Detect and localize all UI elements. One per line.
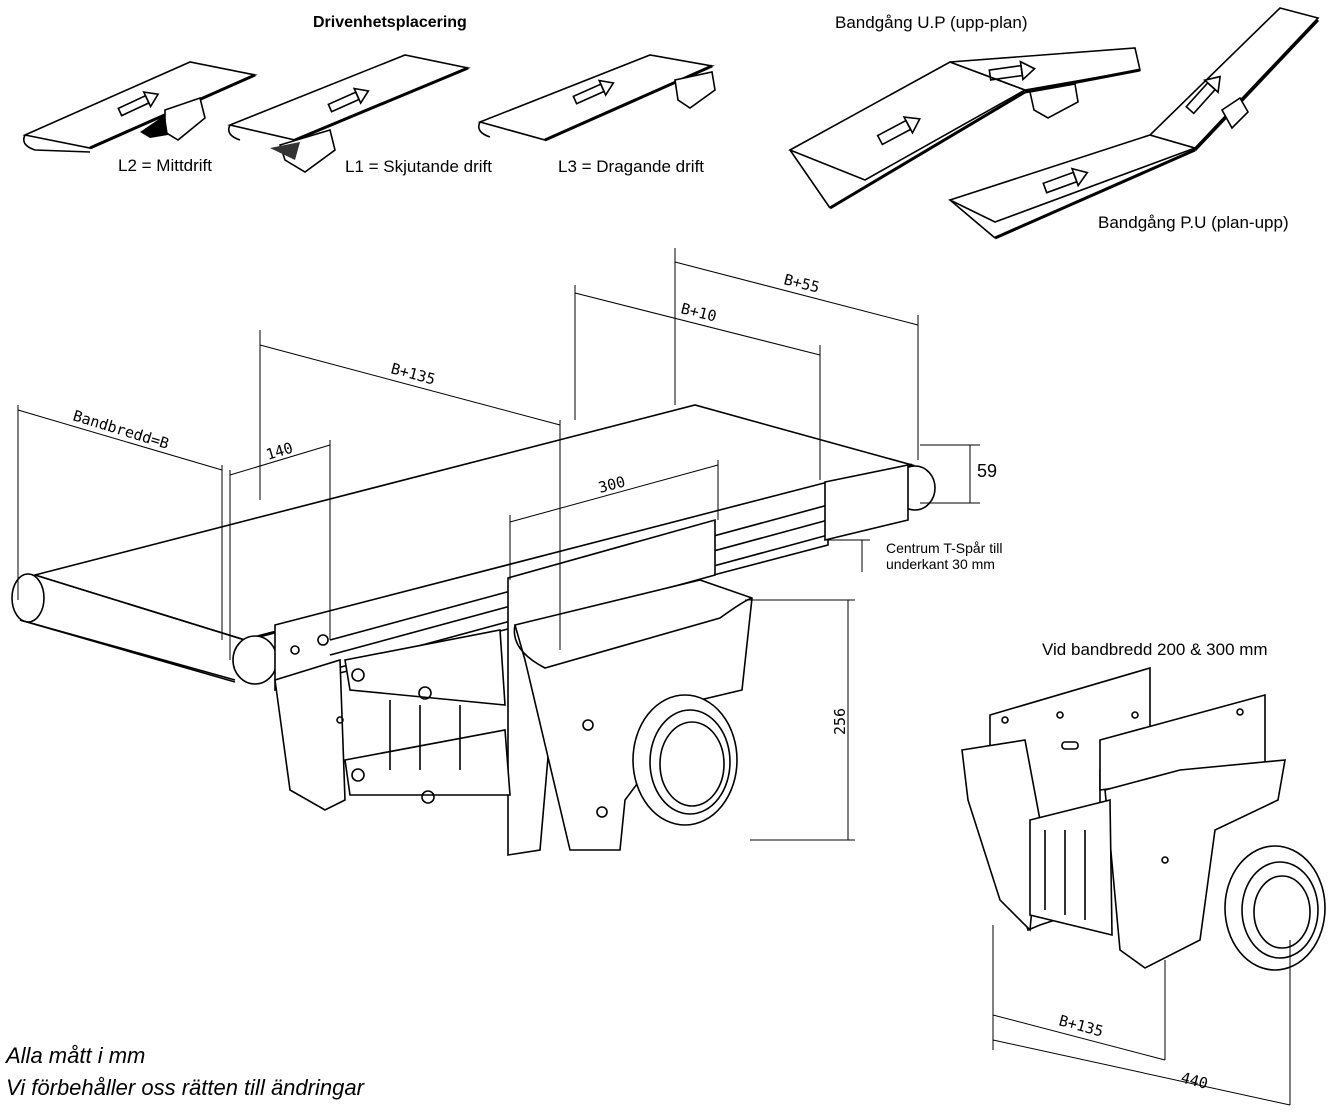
belt-sketch-up-plan xyxy=(788,47,1141,210)
dimension-lines xyxy=(17,248,980,841)
footer-units-note: Alla mått i mm xyxy=(6,1043,146,1068)
footer-disclaimer: Vi förbehåller oss rätten till ändringar xyxy=(6,1075,364,1100)
dim-59: 59 xyxy=(977,461,998,481)
dim-b10: B+10 xyxy=(679,299,718,325)
t-slot-note-line2: underkant 30 mm xyxy=(886,556,995,572)
plan-up-title: Bandgång P.U (plan-upp) xyxy=(1098,213,1289,232)
t-slot-note-line1: Centrum T-Spår till xyxy=(886,540,1003,556)
main-conveyor xyxy=(11,404,936,856)
drive-sketch-dragande xyxy=(477,54,716,142)
drive-sketch-mittdrift xyxy=(22,61,258,153)
dim-256: 256 xyxy=(831,708,849,735)
t-slot-note: Centrum T-Spår till underkant 30 mm xyxy=(886,540,1002,572)
dim-b135: B+135 xyxy=(389,359,437,388)
drive-option-dragande: L3 = Dragande drift xyxy=(558,157,705,176)
drive-option-mittdrift: L2 = Mittdrift xyxy=(118,156,213,175)
drive-sketch-skjutande xyxy=(227,54,471,173)
up-plan-title: Bandgång U.P (upp-plan) xyxy=(835,13,1028,32)
drive-placement-title: Drivenhetsplacering xyxy=(313,14,467,31)
drive-option-skjutande: L1 = Skjutande drift xyxy=(345,157,492,176)
detail-drive-drawing xyxy=(961,666,1326,1106)
detail-dim-440: 440 xyxy=(1179,1068,1210,1092)
detail-title: Vid bandbredd 200 & 300 mm xyxy=(1042,640,1268,659)
detail-dim-b135: B+135 xyxy=(1057,1011,1105,1040)
belt-sketch-plan-up xyxy=(947,7,1320,240)
dim-140: 140 xyxy=(264,439,295,464)
dim-b55: B+55 xyxy=(782,270,821,296)
